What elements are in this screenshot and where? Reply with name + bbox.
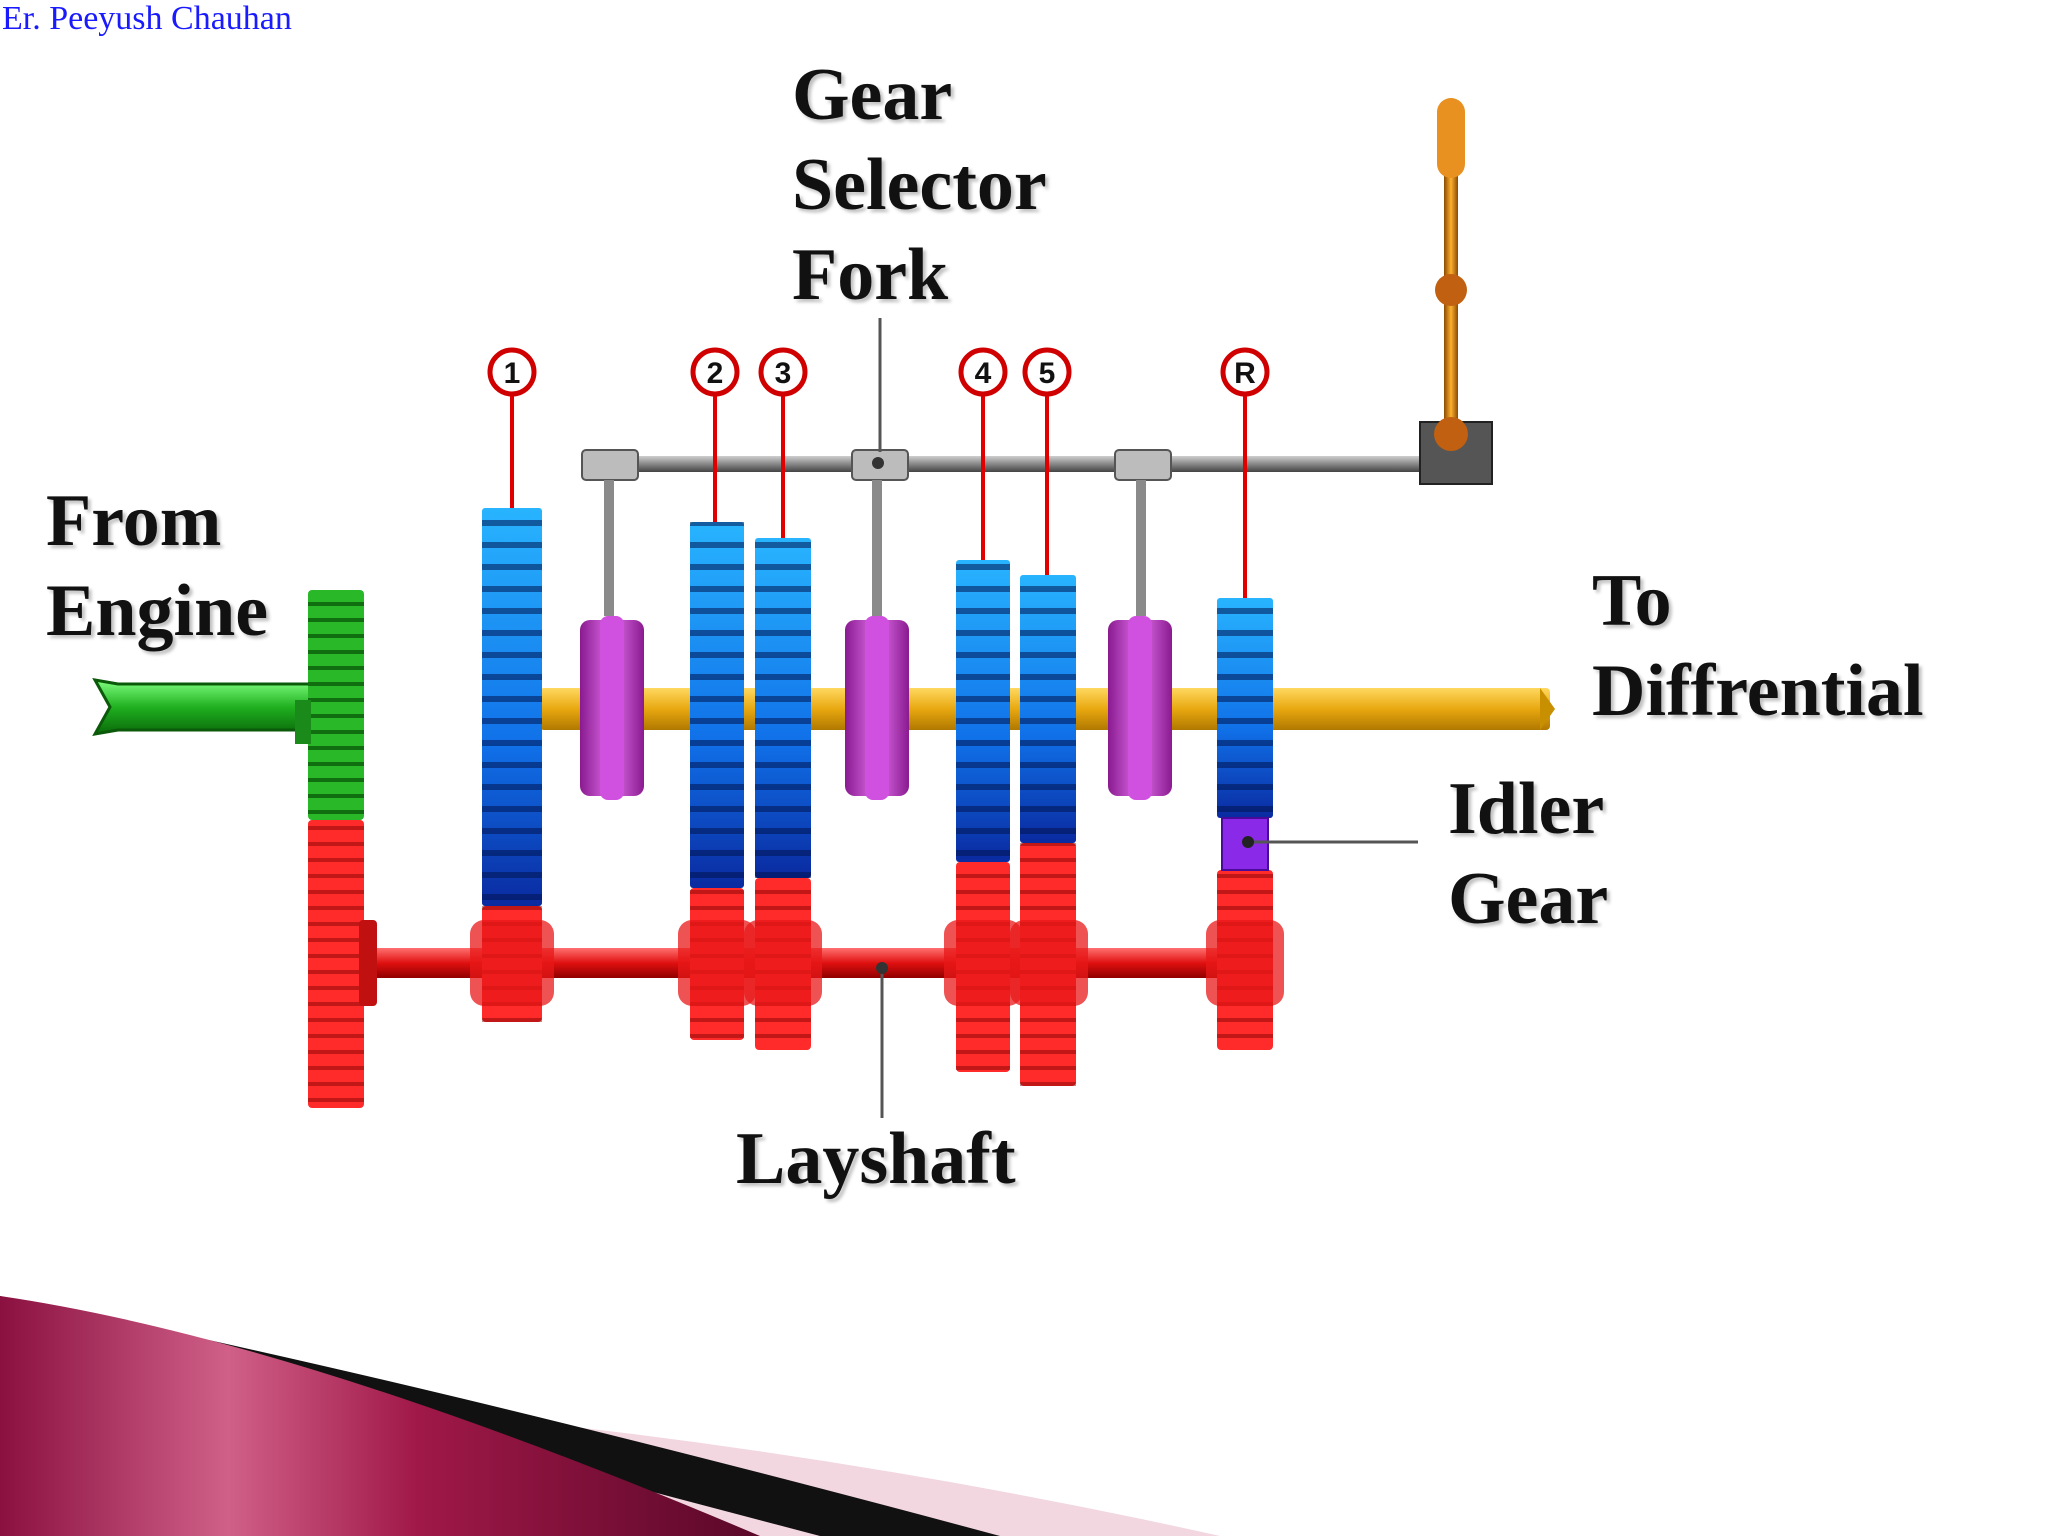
- synchro-hub-3-4: [845, 616, 909, 800]
- gear-number-2: 2: [707, 357, 724, 390]
- gear-3: [744, 538, 822, 1050]
- input-shaft: [92, 677, 312, 737]
- gear-1: [470, 508, 554, 1022]
- gear-number-r: R: [1234, 357, 1256, 390]
- label-from-engine: From Engine: [46, 480, 269, 652]
- label-layshaft: Layshaft: [736, 1118, 1016, 1200]
- selector-fork-3: [1114, 449, 1172, 616]
- selector-fork-2: [851, 449, 909, 616]
- gear-number-4: 4: [975, 357, 992, 390]
- label-idler-gear: Idler Gear: [1448, 768, 1609, 940]
- label-to-differential: To Diffrential: [1592, 560, 1924, 732]
- synchro-hub-5-r: [1108, 616, 1172, 800]
- gear-number-5: 5: [1039, 357, 1056, 390]
- selector-rail: [582, 456, 1482, 472]
- main-shaft-end: [1540, 688, 1555, 730]
- gear-number-markers: 1 2 3 4 5 R: [487, 347, 1270, 598]
- author-credit: Er. Peeyush Chauhan: [2, 0, 292, 37]
- gear-number-1: 1: [504, 357, 521, 390]
- selector-fork-1: [581, 449, 639, 616]
- synchro-hub-1-2: [580, 616, 644, 800]
- label-gear-selector-fork: Gear Selector Fork: [792, 54, 1047, 316]
- gear-2: [678, 522, 756, 1040]
- gear-4: [944, 560, 1022, 1072]
- gear-lever: [1419, 98, 1493, 485]
- gear-number-3: 3: [775, 357, 792, 390]
- gear-5: [1010, 575, 1088, 1086]
